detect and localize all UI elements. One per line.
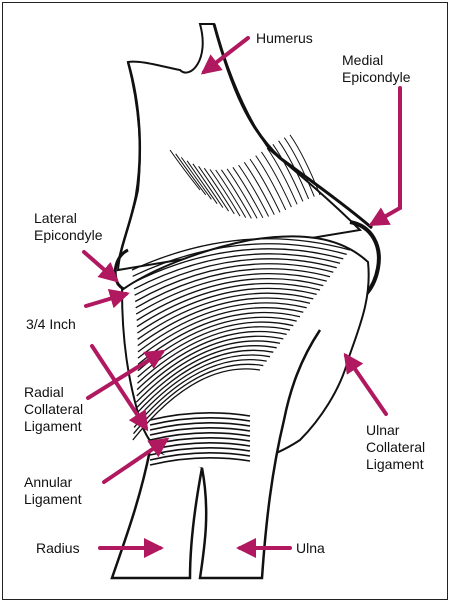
medial-epicondyle-arrow [372,88,400,224]
label-three-quarter-inch: 3/4 Inch [26,316,76,333]
lateral-epicondyle-arrow [84,252,116,280]
label-medial-epicondyle: Medial Epicondyle [342,52,411,86]
humerus-bone [118,24,360,270]
label-lateral-epicondyle: Lateral Epicondyle [34,210,103,244]
three-quarter-inch-arrow [86,294,126,306]
label-annular-ligament: Annular Ligament [24,474,82,508]
label-radial-collateral-ligament: Radial Collateral Ligament [24,384,83,435]
label-radius: Radius [36,540,80,557]
label-ulna: Ulna [296,540,325,557]
ulnar-collateral-arrow [346,356,386,414]
label-ulnar-collateral-ligament: Ulnar Collateral Ligament [366,422,425,473]
label-humerus: Humerus [256,30,313,47]
